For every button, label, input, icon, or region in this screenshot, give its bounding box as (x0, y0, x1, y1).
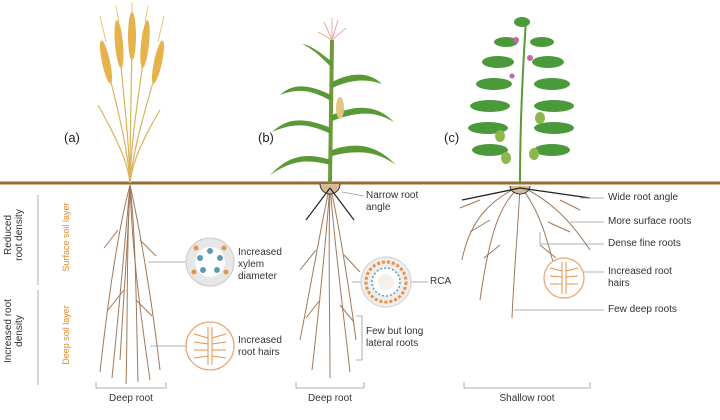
reduced-root-density-label: Reduced root density (3, 209, 25, 261)
deep-soil-layer-label: Deep soil layer (61, 305, 71, 365)
root-hairs-label-c: Increased root hairs (608, 266, 672, 289)
deep-root-label-b: Deep root (308, 393, 352, 404)
rca-label: RCA (430, 276, 452, 287)
chickpea-roots (459, 185, 591, 319)
bottom-brackets (95, 382, 591, 389)
wide-root-angle-label: Wide root angle (608, 192, 679, 203)
narrow-root-angle-label: Narrow root angle (366, 190, 419, 213)
panel-label-b: (b) (258, 130, 274, 145)
rca-cross-section-icon (352, 256, 428, 308)
root-hairs-detail-icon-a (150, 321, 235, 371)
xylem-cross-section-icon (148, 237, 235, 287)
shallow-root-label: Shallow root (499, 393, 555, 404)
fine-roots-label: Dense fine roots (608, 238, 681, 249)
lateral-roots-label: Few but long lateral roots (366, 326, 424, 349)
wheat-roots (99, 184, 161, 385)
deep-root-label-a: Deep root (109, 393, 153, 404)
panel-label-a: (a) (64, 130, 80, 145)
maize-plant (270, 18, 396, 184)
root-hairs-detail-icon-c (543, 257, 585, 299)
root-angle-indicator-c (461, 185, 591, 201)
chickpea-plant (468, 17, 574, 184)
leader-lines-c (514, 197, 604, 311)
xylem-diameter-label: Increased xylem diameter (238, 247, 282, 282)
increased-root-density-label: Increased root density (3, 299, 25, 363)
few-deep-roots-label: Few deep roots (608, 304, 677, 315)
wheat-plant (97, 2, 165, 184)
root-angle-indicator-b (305, 183, 365, 221)
root-hairs-label-a: Increased root hairs (238, 335, 282, 358)
lateral-roots-bracket (356, 315, 363, 361)
maize-roots (299, 184, 361, 379)
surface-soil-layer-label: Surface soil layer (61, 202, 71, 272)
surface-roots-label: More surface roots (608, 216, 692, 227)
panel-label-c: (c) (444, 130, 460, 145)
